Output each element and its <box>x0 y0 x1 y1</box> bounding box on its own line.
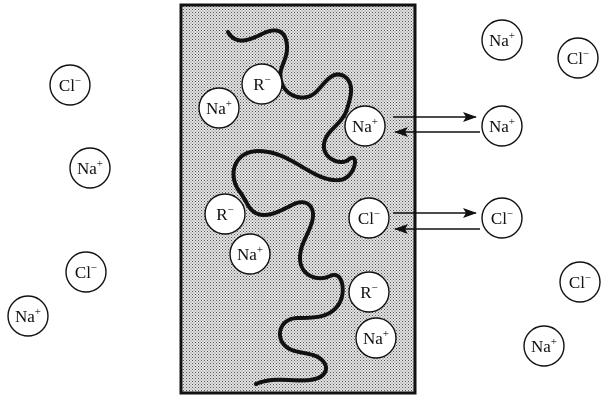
ion-na-exchanging: Na+ <box>344 105 386 147</box>
ion-r-fixed: R− <box>241 63 283 105</box>
svg-text:Cl−: Cl− <box>491 208 513 228</box>
svg-text:Na+: Na+ <box>531 336 557 356</box>
svg-text:R−: R− <box>360 282 378 302</box>
svg-text:Na+: Na+ <box>206 98 232 118</box>
ion-cl-outside: Cl− <box>481 197 523 239</box>
svg-text:R−: R− <box>216 204 234 224</box>
ion-na-outside: Na+ <box>69 147 111 189</box>
svg-text:Cl−: Cl− <box>358 208 380 228</box>
svg-text:Na+: Na+ <box>489 30 515 50</box>
ion-cl-outside: Cl− <box>559 261 601 303</box>
svg-text:Cl−: Cl− <box>569 272 591 292</box>
ion-cl-exchanging: Cl− <box>348 197 390 239</box>
svg-text:R−: R− <box>253 74 271 94</box>
svg-text:Na+: Na+ <box>237 244 263 264</box>
ion-na-outside: Na+ <box>7 295 49 337</box>
polymer-chain <box>226 28 357 386</box>
svg-text:Cl−: Cl− <box>567 48 589 68</box>
svg-text:Cl−: Cl− <box>59 75 81 95</box>
svg-text:Na+: Na+ <box>352 116 378 136</box>
ion-cl-outside: Cl− <box>65 251 107 293</box>
svg-text:Na+: Na+ <box>489 116 515 136</box>
ion-r-fixed: R− <box>348 271 390 313</box>
ion-na-inside: Na+ <box>198 87 240 129</box>
ion-cl-outside: Cl− <box>49 64 91 106</box>
svg-text:Cl−: Cl− <box>75 262 97 282</box>
ion-na-inside: Na+ <box>229 233 271 275</box>
ion-na-outside: Na+ <box>481 105 523 147</box>
svg-text:Na+: Na+ <box>15 306 41 326</box>
ion-na-outside: Na+ <box>481 19 523 61</box>
ion-na-outside: Na+ <box>523 325 565 367</box>
ion-na-inside: Na+ <box>355 317 397 359</box>
svg-text:Na+: Na+ <box>363 328 389 348</box>
ion-r-fixed: R− <box>204 193 246 235</box>
ion-cl-outside: Cl− <box>557 37 599 79</box>
svg-text:Na+: Na+ <box>77 158 103 178</box>
